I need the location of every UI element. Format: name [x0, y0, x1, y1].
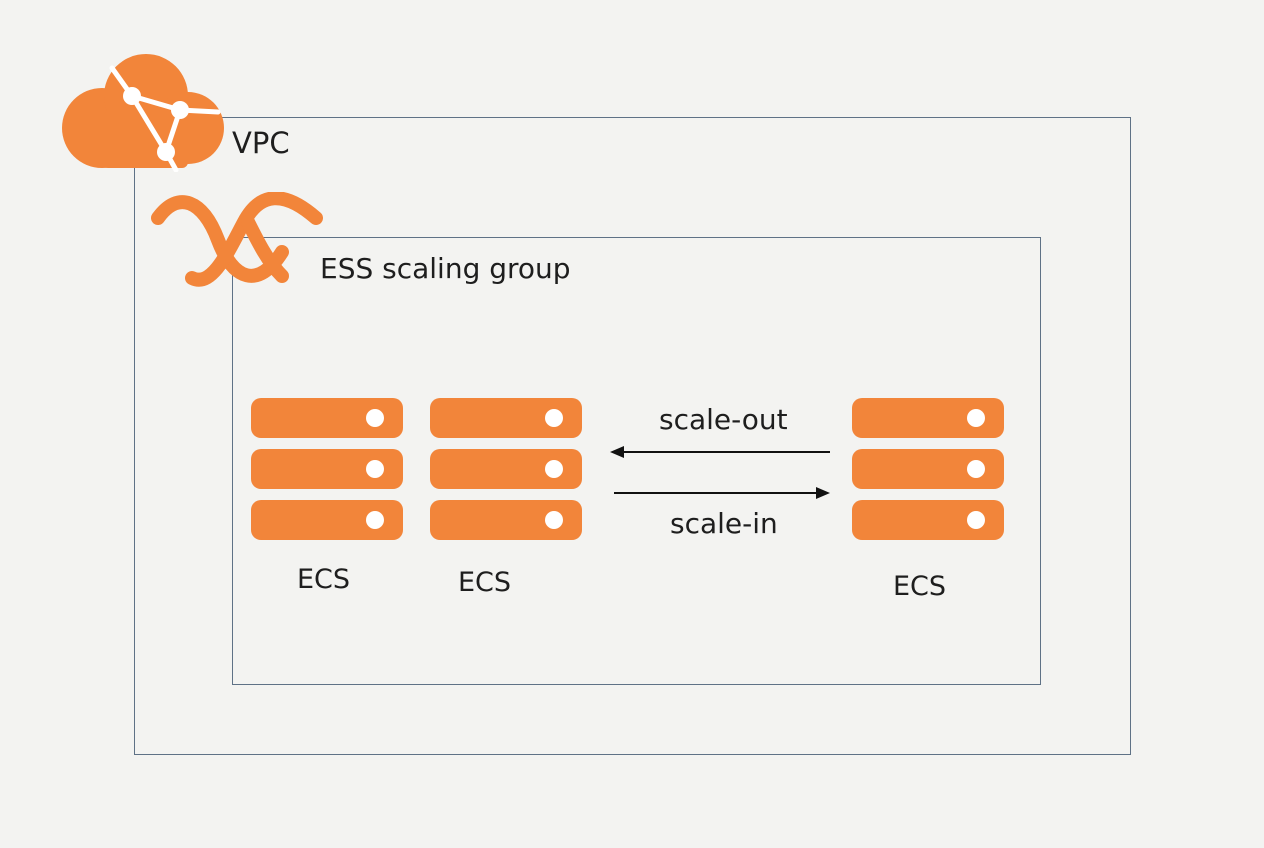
server-rack-icon	[430, 398, 582, 540]
scale-out-label: scale-out	[659, 403, 788, 436]
ecs-label: ECS	[458, 567, 512, 598]
server-rack-icon	[251, 398, 403, 540]
scale-arrows	[610, 446, 830, 499]
scaling-group-label: ESS scaling group	[320, 252, 571, 285]
vpc-label: VPC	[232, 126, 290, 160]
wave-icon	[151, 192, 323, 287]
ecs-label: ECS	[297, 564, 351, 595]
server-rack-icon	[852, 398, 1004, 540]
scale-in-label: scale-in	[670, 507, 778, 540]
vpc-container	[134, 117, 1131, 755]
scale-out-arrowhead	[610, 446, 624, 458]
cloud-network-icon	[62, 54, 224, 172]
scaling-group-container	[232, 237, 1041, 685]
scale-in-arrowhead	[816, 487, 830, 499]
ecs-label: ECS	[893, 571, 947, 602]
